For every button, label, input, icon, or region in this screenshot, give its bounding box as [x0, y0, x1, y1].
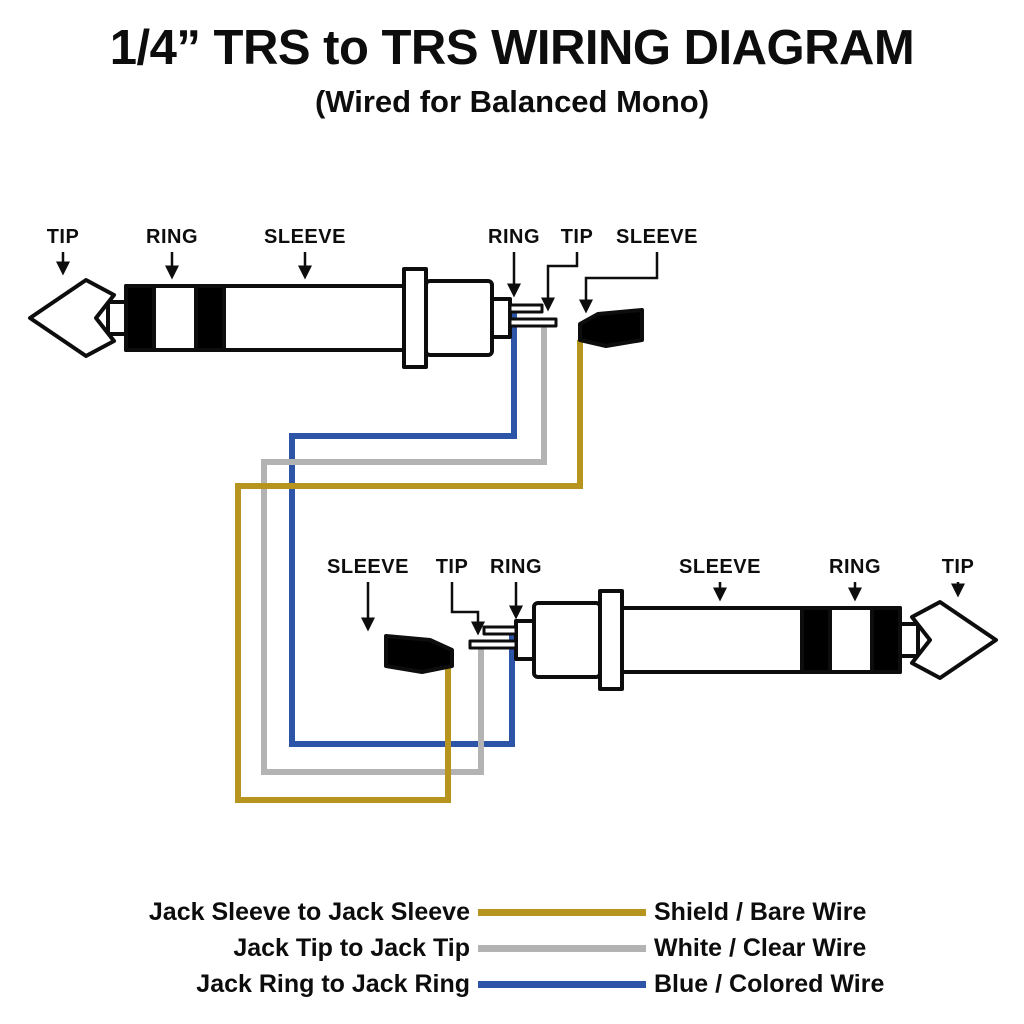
- legend-row-ring: Jack Ring to Jack Ring Blue / Colored Wi…: [0, 966, 1024, 1002]
- legend-row-tip: Jack Tip to Jack Tip White / Clear Wire: [0, 930, 1024, 966]
- top-sleeve-terminal-label: SLEEVE: [616, 226, 698, 248]
- top-ring-label: RING: [146, 226, 198, 248]
- shield-wire-swatch: [478, 908, 646, 916]
- legend-wire-label: White / Clear Wire: [654, 933, 867, 962]
- part-labels: TIP RING SLEEVE RING TIP SLEEVE SLEEVE T…: [47, 226, 975, 578]
- legend-connection-label: Jack Sleeve to Jack Sleeve: [148, 897, 470, 926]
- bottom-plug-collar: [598, 589, 624, 691]
- bottom-plug-band-1: [870, 606, 902, 674]
- bottom-plug-rear-neck: [514, 619, 536, 661]
- bottom-tip-lug: [468, 639, 518, 650]
- page-subtitle: (Wired for Balanced Mono): [314, 84, 710, 119]
- top-plug-tip: [28, 278, 116, 358]
- top-plug-band-2: [194, 284, 226, 352]
- bottom-tip-terminal-arrow: [450, 582, 485, 636]
- bottom-plug-tip: [910, 600, 998, 680]
- ring-wire-blue: [289, 312, 517, 747]
- top-tip-lug: [508, 317, 558, 328]
- top-plug-rear-neck: [490, 297, 512, 339]
- top-plug-band-1: [124, 284, 156, 352]
- legend-row-shield: Jack Sleeve to Jack Sleeve Shield / Bare…: [0, 894, 1024, 930]
- top-plug-barrel: [124, 284, 406, 352]
- legend-connection-label: Jack Ring to Jack Ring: [196, 969, 470, 998]
- white-wire-swatch: [478, 944, 646, 952]
- top-sleeve-tab: [578, 308, 644, 348]
- bottom-plug-band-2: [800, 606, 832, 674]
- top-ring-terminal-label: RING: [488, 226, 540, 248]
- page-title: 1/4” TRS to TRS WIRING DIAGRAM: [109, 21, 915, 75]
- bottom-ring-lug: [482, 625, 518, 636]
- bottom-sleeve-label: SLEEVE: [679, 556, 761, 578]
- top-sleeve-label: SLEEVE: [264, 226, 346, 248]
- bottom-tip-terminal-label: TIP: [436, 556, 469, 578]
- legend-connection-label: Jack Tip to Jack Tip: [233, 933, 470, 962]
- top-sleeve-terminal-arrow: [579, 252, 659, 314]
- bottom-plug-body: [532, 601, 602, 679]
- bottom-ring-label: RING: [829, 556, 881, 578]
- bottom-sleeve-tab: [384, 634, 454, 674]
- top-tip-terminal-label: TIP: [561, 226, 594, 248]
- top-trs-plug: [28, 267, 644, 369]
- top-ring-lug: [508, 303, 544, 314]
- bottom-tip-label: TIP: [942, 556, 975, 578]
- wire-legend: Jack Sleeve to Jack Sleeve Shield / Bare…: [0, 894, 1024, 1002]
- legend-wire-label: Blue / Colored Wire: [654, 969, 885, 998]
- wires: [235, 312, 583, 803]
- blue-wire-swatch: [478, 980, 646, 988]
- top-tip-terminal-arrow: [541, 252, 579, 312]
- bottom-ring-terminal-label: RING: [490, 556, 542, 578]
- legend-wire-label: Shield / Bare Wire: [654, 897, 867, 926]
- bottom-plug-barrel: [620, 606, 902, 674]
- tip-wire-white: [261, 326, 547, 775]
- shield-wire-gold: [235, 340, 583, 803]
- bottom-trs-plug: [384, 589, 998, 691]
- label-arrows: [56, 252, 965, 636]
- top-tip-label: TIP: [47, 226, 80, 248]
- top-plug-collar: [402, 267, 428, 369]
- top-plug-body: [424, 279, 494, 357]
- bottom-sleeve-terminal-label: SLEEVE: [327, 556, 409, 578]
